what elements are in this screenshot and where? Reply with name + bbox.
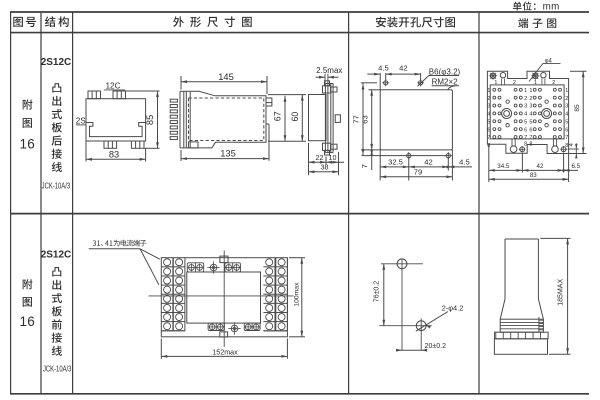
svg-text:6: 6	[565, 127, 568, 133]
svg-text:4.5: 4.5	[459, 158, 470, 167]
svg-text:12C: 12C	[105, 81, 120, 90]
svg-text:7: 7	[529, 135, 532, 141]
svg-text:2: 2	[552, 80, 555, 86]
svg-text:7: 7	[487, 135, 490, 141]
svg-text:2-φ4.2: 2-φ4.2	[442, 303, 464, 312]
svg-text:6: 6	[529, 127, 532, 133]
svg-text:B6(φ3.2): B6(φ3.2)	[429, 67, 461, 76]
svg-text:2: 2	[524, 96, 527, 102]
svg-text:2S: 2S	[76, 116, 87, 125]
svg-text:83: 83	[109, 149, 119, 159]
svg-text:152max: 152max	[212, 347, 238, 356]
svg-text:5: 5	[487, 119, 490, 125]
svg-text:60: 60	[290, 112, 300, 122]
svg-text:63: 63	[361, 115, 370, 123]
svg-text:2: 2	[513, 80, 516, 86]
svg-text:145: 145	[218, 72, 234, 82]
svg-text:3: 3	[529, 104, 532, 110]
svg-text:34.5: 34.5	[497, 163, 510, 170]
svg-text:8: 8	[565, 143, 568, 149]
svg-text:85: 85	[574, 104, 581, 112]
svg-text:135: 135	[220, 149, 236, 159]
svg-text:42: 42	[399, 64, 407, 73]
svg-text:32.5: 32.5	[388, 158, 403, 167]
svg-text:φ4: φ4	[545, 58, 553, 64]
svg-text:2: 2	[565, 96, 568, 102]
svg-text:7: 7	[524, 135, 527, 141]
svg-text:42: 42	[424, 158, 432, 167]
svg-text:16: 16	[19, 136, 34, 151]
svg-text:76±0.2: 76±0.2	[374, 281, 381, 302]
svg-text:4: 4	[487, 112, 490, 118]
svg-text:185MAX: 185MAX	[557, 279, 564, 306]
svg-text:1: 1	[534, 80, 537, 86]
svg-text:20±0.2: 20±0.2	[425, 343, 446, 350]
svg-text:79: 79	[414, 168, 422, 177]
svg-text:7: 7	[565, 135, 568, 141]
svg-text:85: 85	[145, 115, 155, 125]
svg-text:8: 8	[529, 142, 532, 148]
svg-text:4: 4	[529, 112, 532, 118]
svg-text:mm: mm	[543, 1, 560, 12]
svg-text:4.5: 4.5	[378, 64, 389, 73]
svg-text:4: 4	[569, 142, 575, 146]
svg-text:6: 6	[524, 127, 527, 133]
svg-text:4: 4	[524, 112, 527, 118]
svg-text:10: 10	[329, 153, 337, 162]
svg-text:JCK-10A/3: JCK-10A/3	[42, 182, 71, 191]
svg-text:100max: 100max	[294, 282, 301, 307]
svg-text:16: 16	[19, 314, 34, 329]
svg-text:83: 83	[530, 172, 537, 179]
svg-text:2: 2	[529, 96, 532, 102]
svg-text:8: 8	[524, 142, 527, 148]
svg-text:5: 5	[529, 119, 532, 125]
svg-text:RM2×2: RM2×2	[432, 78, 459, 87]
svg-text:42: 42	[537, 163, 544, 170]
svg-text:2S12C: 2S12C	[41, 249, 72, 260]
svg-text:JCK-10A/3: JCK-10A/3	[43, 365, 72, 374]
svg-text:3: 3	[565, 104, 568, 110]
svg-text:1: 1	[565, 88, 568, 94]
svg-text:3: 3	[524, 104, 527, 110]
svg-text:2: 2	[487, 96, 490, 102]
svg-text:6.5: 6.5	[571, 163, 580, 170]
svg-text:5: 5	[524, 119, 527, 125]
svg-text:5: 5	[565, 119, 568, 125]
svg-text:1: 1	[487, 88, 490, 94]
svg-text:2S12C: 2S12C	[41, 57, 72, 68]
svg-text:1: 1	[529, 88, 532, 94]
svg-text:3: 3	[487, 104, 490, 110]
svg-text:77: 77	[351, 115, 360, 123]
svg-text:22: 22	[316, 153, 324, 162]
svg-text:7: 7	[360, 164, 369, 168]
svg-text:38: 38	[321, 163, 329, 172]
svg-text:2.5max: 2.5max	[316, 66, 342, 75]
svg-text:1: 1	[494, 80, 497, 86]
svg-text:6: 6	[487, 127, 490, 133]
svg-text:67: 67	[273, 111, 283, 121]
svg-text:1: 1	[524, 88, 527, 94]
svg-text:4: 4	[565, 112, 568, 118]
